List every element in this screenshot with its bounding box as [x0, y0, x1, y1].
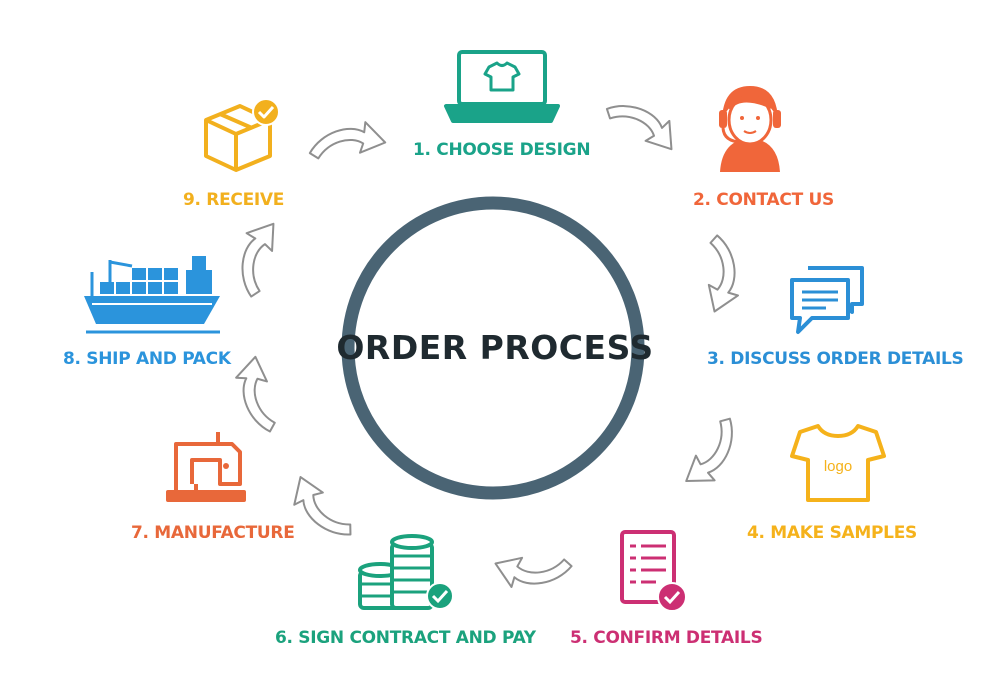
tshirt-logo-icon: logo: [790, 424, 886, 502]
center-ring: [341, 196, 645, 500]
arrow-9-to-1: [306, 119, 388, 161]
package-check-icon: [204, 98, 280, 172]
step-label-choose-design: 1. CHOOSE DESIGN: [413, 140, 591, 160]
step-label-contact-us: 2. CONTACT US: [693, 190, 834, 210]
step-label-ship-and-pack: 8. SHIP AND PACK: [63, 349, 231, 369]
step-label-manufacture: 7. MANUFACTURE: [131, 523, 295, 543]
arrow-4-to-5: [492, 552, 574, 594]
checklist-icon: [620, 530, 687, 612]
support-agent-icon: [719, 86, 781, 172]
step-label-sign-contract-and-pay: 6. SIGN CONTRACT AND PAY: [275, 628, 536, 648]
arrow-7-to-8: [225, 215, 284, 300]
diagram-title: ORDER PROCESS: [336, 328, 654, 367]
step-label-make-samples: 4. MAKE SAMPLES: [747, 523, 917, 543]
arrow-6-to-7: [232, 354, 277, 437]
coin-stacks-icon: [358, 534, 454, 610]
step-label-confirm-details: 5. CONFIRM DETAILS: [570, 628, 763, 648]
arrow-1-to-2: [602, 86, 686, 159]
arrow-3-to-4: [677, 414, 752, 496]
sewing-machine-icon: [166, 432, 246, 502]
tshirt-logo-text: logo: [824, 458, 852, 475]
laptop-tshirt-icon: [444, 50, 560, 123]
chat-bubbles-icon: [790, 266, 864, 334]
step-label-discuss-order-details: 3. DISCUSS ORDER DETAILS: [707, 349, 964, 369]
arrow-2-to-3: [703, 233, 745, 315]
step-label-receive: 9. RECEIVE: [183, 190, 285, 210]
cargo-ship-icon: [84, 256, 220, 334]
